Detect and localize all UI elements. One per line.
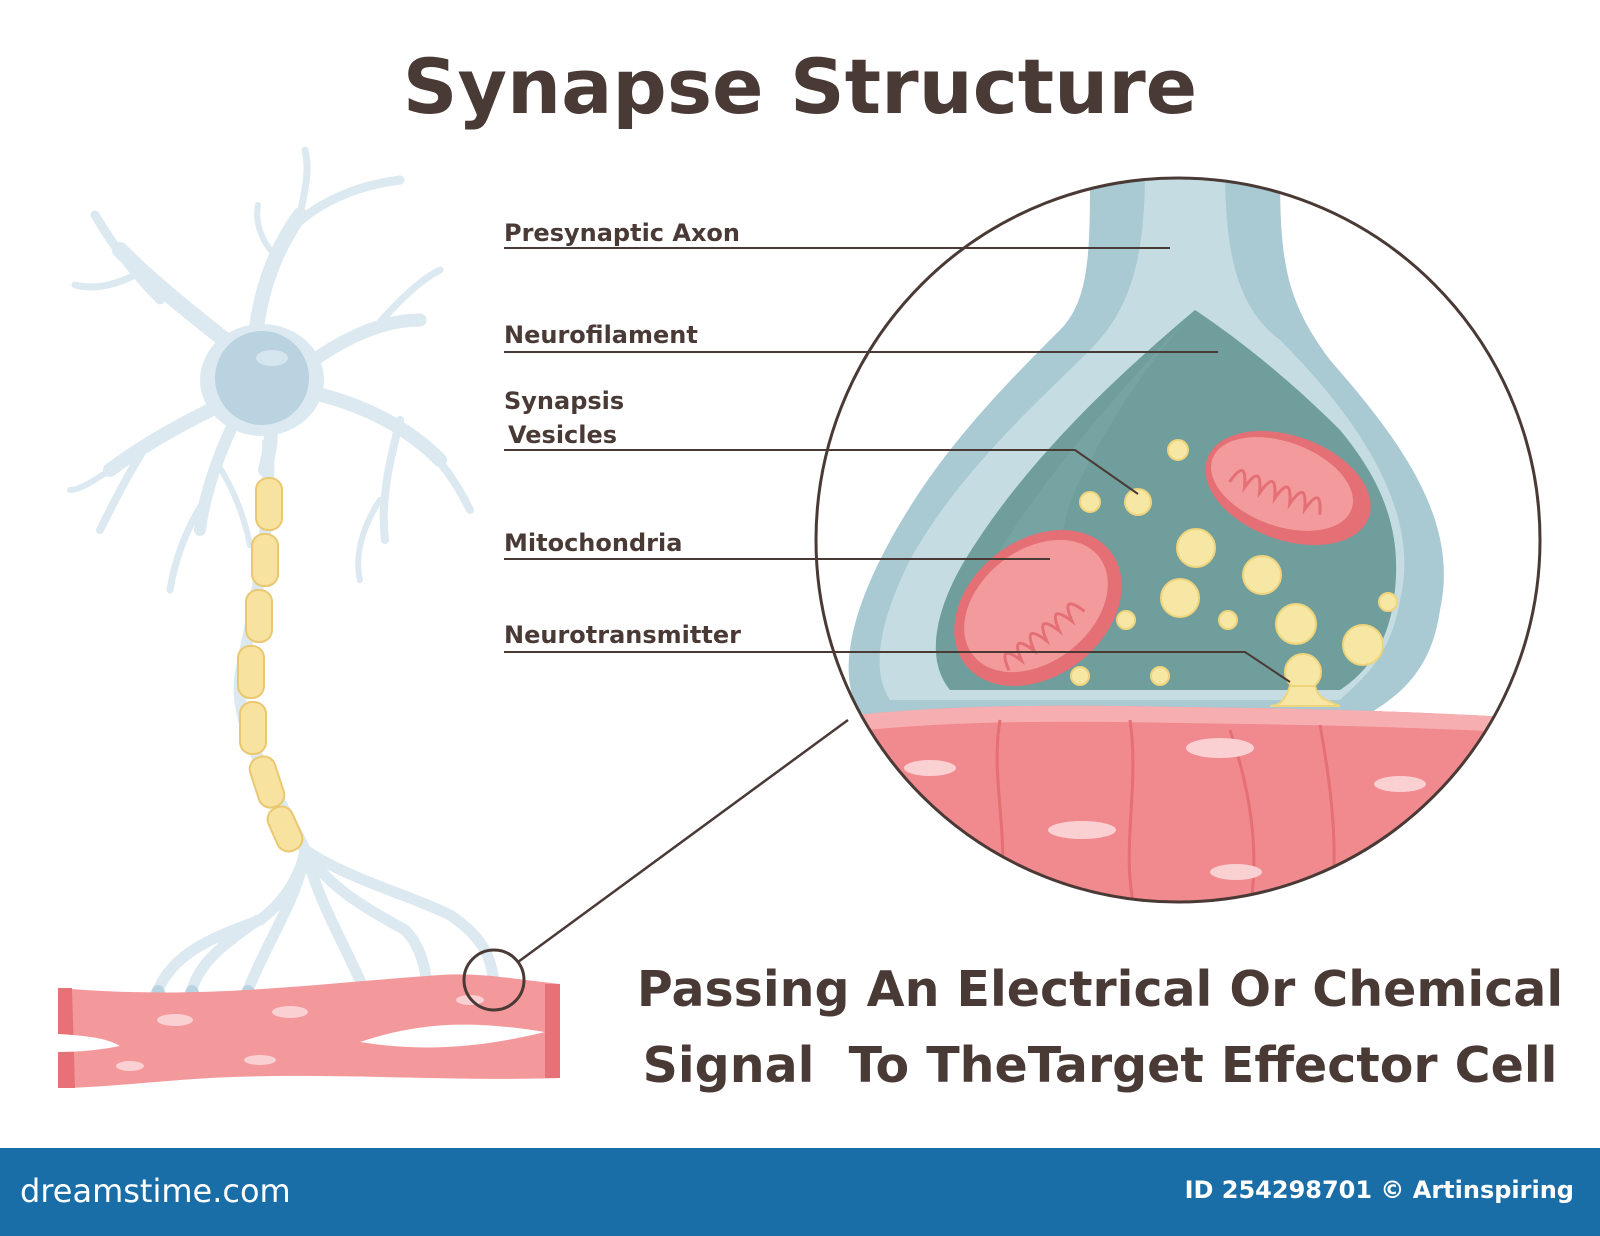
- footer-bar: dreamstime.com ID 254298701 © Artinspiri…: [0, 1148, 1600, 1236]
- label-neurotransmitter: Neurotransmitter: [504, 621, 741, 649]
- mitochondria: [954, 430, 1371, 686]
- axon-terminals: [152, 844, 500, 996]
- label-mitochondria: Mitochondria: [504, 529, 683, 557]
- label-neurofilament: Neurofilament: [504, 321, 698, 349]
- nucleus: [215, 331, 309, 425]
- dendrites: [67, 146, 474, 594]
- label-synapsis-line1: Synapsis: [504, 387, 625, 415]
- page-title: Synapse Structure: [402, 42, 1198, 131]
- zoom-indicator: [462, 948, 526, 1012]
- footer-image-id: ID 254298701 © Artinspiring: [1184, 1176, 1574, 1204]
- footer-brand[interactable]: dreamstime.com: [20, 1172, 291, 1210]
- label-synapsis-line2: Vesicles: [508, 421, 618, 449]
- caption-line1: Passing An Electrical Or Chemical: [636, 961, 1564, 1018]
- synapse-closeup: [816, 178, 1540, 902]
- synaptic-vesicles: [1070, 439, 1398, 707]
- leader-lines: [504, 247, 1291, 683]
- label-presynaptic-axon: Presynaptic Axon: [504, 219, 741, 247]
- label-synapsis-vesicles: Synapsis Vesicles: [504, 384, 624, 452]
- caption-line2: Signal To TheTarget Effector Cell: [642, 1037, 1558, 1094]
- muscle-fiber: [58, 974, 560, 1088]
- postsynaptic-membrane: [816, 705, 1540, 902]
- caption: Passing An Electrical Or Chemical Signal…: [620, 952, 1580, 1104]
- neuron: [67, 146, 500, 1003]
- myelin-sheath: [237, 477, 304, 853]
